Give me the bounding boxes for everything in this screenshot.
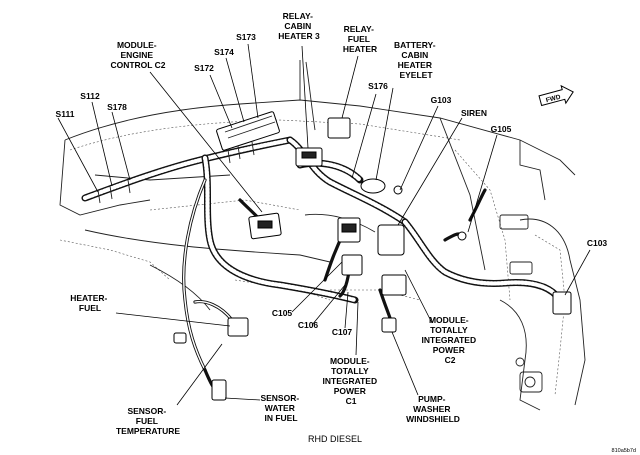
label-pump-washer-windshield: PUMP- WASHER WINDSHIELD — [406, 394, 460, 424]
label-battery-cabin-heater-eyelet: BATTERY- CABIN HEATER EYELET — [394, 40, 438, 80]
label-siren: SIREN — [461, 108, 487, 118]
label-module-tipm-c2: MODULE- TOTALLY INTEGRATED POWER C2 — [422, 315, 479, 365]
label-s172: S172 — [194, 63, 214, 73]
label-s178: S178 — [107, 102, 127, 112]
label-s176: S176 — [368, 81, 388, 91]
label-s173: S173 — [236, 32, 256, 42]
diagram-caption: RHD DIESEL — [308, 434, 362, 444]
label-c105: C105 — [272, 308, 293, 318]
label-c103: C103 — [587, 238, 608, 248]
figure-id: 810a5b7d — [612, 448, 636, 454]
label-module-tipm-c1: MODULE- TOTALLY INTEGRATED POWER C1 — [323, 356, 380, 406]
label-g103: G103 — [431, 95, 452, 105]
label-s111: S111 — [56, 109, 75, 119]
diagram-labels: S111 S112 S178 MODULE- ENGINE CONTROL C2… — [56, 11, 608, 436]
label-relay-cabin-heater-3: RELAY- CABIN HEATER 3 — [278, 11, 320, 41]
label-relay-fuel-heater: RELAY- FUEL HEATER — [343, 24, 377, 54]
label-module-engine-control-c2: MODULE- ENGINE CONTROL C2 — [110, 40, 165, 70]
label-sensor-fuel-temperature: SENSOR- FUEL TEMPERATURE — [116, 406, 180, 436]
components — [97, 111, 572, 401]
label-sensor-water-in-fuel: SENSOR- WATER IN FUEL — [260, 393, 301, 423]
label-c106: C106 — [298, 320, 319, 330]
leader-lines — [57, 43, 591, 406]
engine-compartment-body — [59, 60, 586, 411]
fwd-arrow-icon: FWD — [538, 84, 574, 107]
label-c107: C107 — [332, 327, 353, 337]
label-s112: S112 — [80, 91, 100, 101]
fwd-label: FWD — [545, 94, 561, 105]
label-g105: G105 — [491, 124, 512, 134]
label-heater-fuel: HEATER- FUEL — [70, 293, 110, 313]
label-s174: S174 — [214, 47, 234, 57]
